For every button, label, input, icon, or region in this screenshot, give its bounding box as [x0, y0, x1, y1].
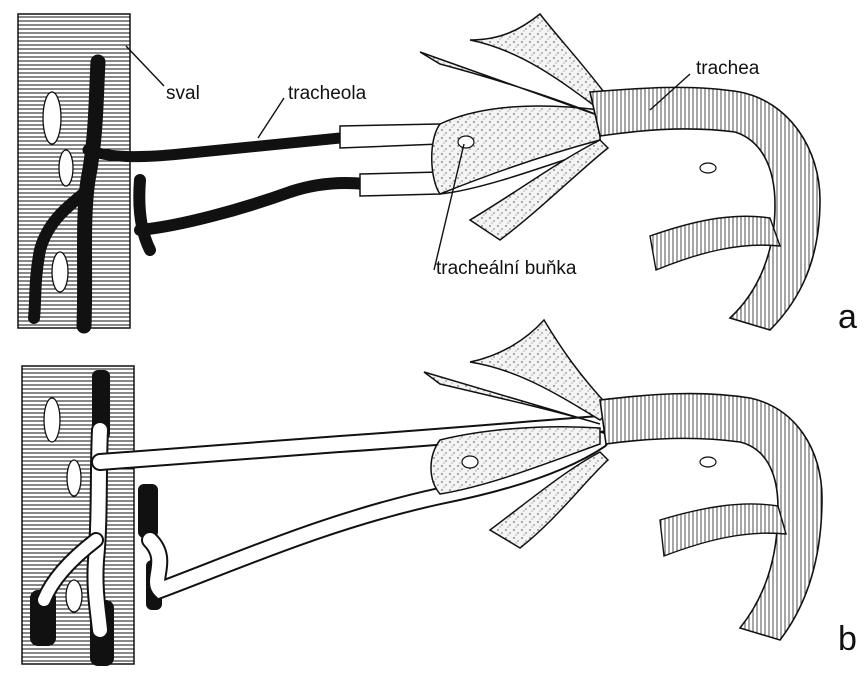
- muscle-nucleus: [67, 460, 81, 496]
- leader-lines-a: [126, 46, 690, 270]
- tracheal-cell-nucleus: [458, 136, 474, 148]
- trachea-cell-nucleus: [700, 457, 716, 467]
- panel-b: b: [22, 320, 857, 666]
- trachea-a: [590, 87, 820, 330]
- muscle-nucleus: [44, 398, 60, 442]
- label-tracheole: tracheola: [288, 83, 367, 104]
- label-trachea: trachea: [696, 58, 760, 79]
- panel-a: sval tracheola trachea tracheální buňka …: [18, 14, 857, 336]
- muscle-nucleus: [43, 92, 61, 144]
- muscle-nucleus: [52, 252, 68, 292]
- trachea-branch-b: [660, 504, 786, 556]
- panel-letter-b: b: [838, 620, 857, 658]
- trachea-branch-a: [650, 216, 780, 270]
- trachea-cell-nucleus: [700, 163, 716, 173]
- muscle-nucleus: [59, 150, 73, 186]
- tracheal-cell-nucleus: [462, 456, 478, 468]
- label-tracheal-cell: tracheální buňka: [436, 258, 577, 279]
- panel-letter-a: a: [838, 298, 857, 336]
- muscle-nucleus: [66, 580, 82, 612]
- label-muscle: sval: [166, 83, 200, 104]
